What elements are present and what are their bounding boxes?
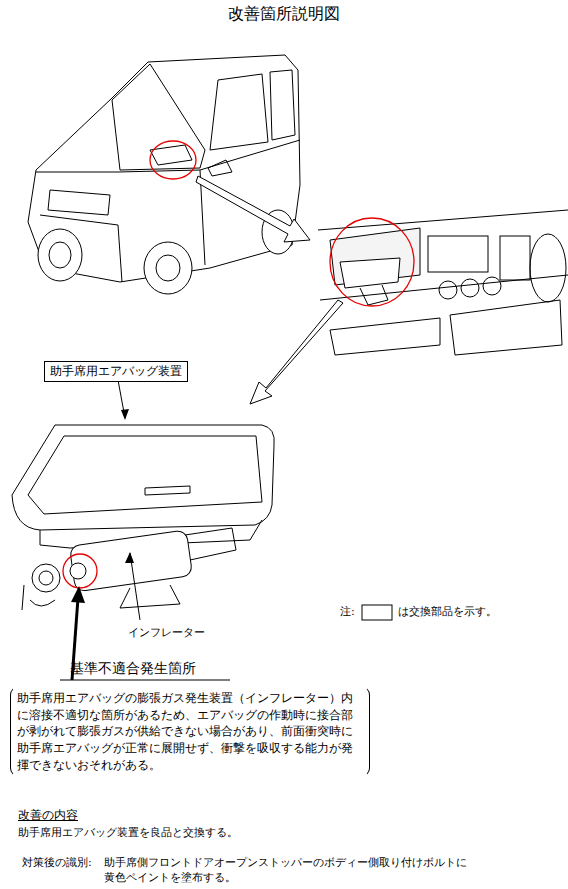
part-name-box: 助手席用エアバッグ装置 (44, 361, 188, 382)
legend-box-sample (362, 605, 392, 620)
identification-heading: 対策後の識別: (22, 856, 92, 870)
node-text: 助手席用エアバッグ装置 (50, 363, 182, 380)
arrowhead (121, 409, 129, 420)
highlight-circle (330, 218, 414, 306)
nonconformity-callout: 基準不適合発生箇所助手席用エアバッグの膨張ガス発生装置（インフレーター）内に溶接… (10, 660, 370, 777)
section-heading: 改善の内容 (18, 808, 78, 824)
identification-text: 助手席側フロントドアオープンストッパーのボディー側取り付けボルトに 黄色ペイント… (104, 856, 476, 886)
underline (60, 679, 230, 680)
leader-line (130, 553, 140, 620)
remedy-text: 助手席用エアバッグ装置を良品と交換する。 (18, 826, 238, 840)
dashboard-drawing (318, 210, 568, 355)
note-text: 注: (340, 605, 355, 619)
pointer-arrow (250, 300, 343, 404)
node-text: 助手席用エアバッグの膨張ガス発生装置（インフレーター）内に溶接不適切な箇所がある… (10, 686, 370, 777)
pointer-arrow (196, 176, 310, 242)
node-text: 基準不適合発生箇所 (70, 660, 370, 678)
airbag-module-drawing (12, 425, 274, 610)
part-label: インフレーター (128, 626, 205, 640)
highlight-circle (150, 141, 196, 179)
highlight-circle (63, 554, 97, 588)
note-text: は交換部品を示す。 (398, 605, 497, 619)
arrowhead (125, 552, 134, 563)
arrowhead (71, 586, 85, 603)
vehicle-drawing (28, 55, 300, 294)
diagram-title: 改善箇所説明図 (228, 4, 340, 25)
